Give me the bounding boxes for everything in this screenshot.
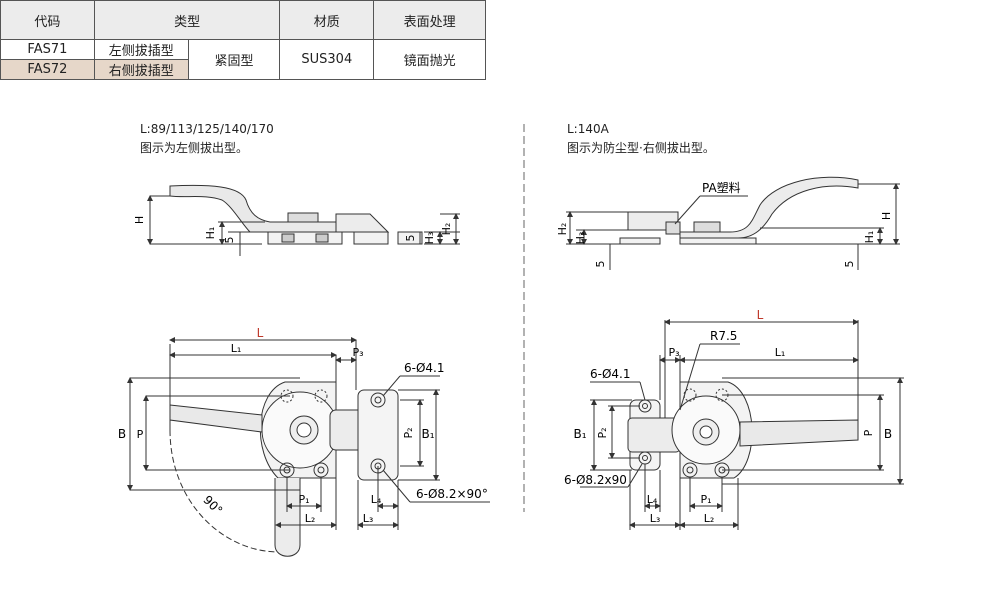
dim-H3-right: H₃ xyxy=(574,232,587,245)
left-caption: 图示为左侧拔出型。 xyxy=(140,141,249,155)
dim-L2-left: L₂ xyxy=(305,512,316,525)
dim-B1-left: B₁ xyxy=(421,427,434,441)
dim-P-left: P xyxy=(137,428,144,441)
dim-R75: R7.5 xyxy=(710,329,737,343)
left-top-view xyxy=(127,337,490,557)
right-side-view xyxy=(566,176,900,270)
dim-P2-right: P₂ xyxy=(596,427,609,438)
dim-L4-left: L₄ xyxy=(371,493,382,506)
left-side-view xyxy=(147,184,460,256)
dim-P1-right: P₁ xyxy=(700,493,711,506)
spec-table: 代码 类型 材质 表面处理 FAS71 左侧拔插型 紧固型 SUS304 镜面抛… xyxy=(0,0,486,80)
dim-P3-right: P₃ xyxy=(668,346,679,359)
dim-H-right: H xyxy=(880,212,893,220)
right-top-view xyxy=(580,319,904,530)
dim-L-left: L xyxy=(257,326,264,340)
dim-H1-right: H₁ xyxy=(863,231,876,244)
dim-L-right: L xyxy=(757,308,764,322)
dim-L3-right: L₃ xyxy=(650,512,661,525)
dim-L3-left: L₃ xyxy=(363,512,374,525)
angle-90: 90° xyxy=(200,493,225,518)
subtype-cell: 左侧拔插型 xyxy=(93,39,189,60)
dim-5-left: 5 xyxy=(223,237,236,244)
hole-large-left: 6-Ø8.2×90° xyxy=(416,487,488,501)
dim-H1-left: H₁ xyxy=(204,227,217,240)
table-row: FAS71 左侧拔插型 紧固型 SUS304 镜面抛光 xyxy=(0,39,486,80)
left-handle-top xyxy=(169,404,263,433)
dim-P2-left: P₂ xyxy=(402,427,415,438)
finish-cell: 镜面抛光 xyxy=(373,39,486,80)
dim-B-right: B xyxy=(884,427,892,441)
dim-H2-right: H₂ xyxy=(556,223,569,236)
dim-H3-left: H₃ xyxy=(423,232,436,245)
left-pivot-block xyxy=(287,212,319,223)
right-base-plate xyxy=(679,237,757,245)
type-cell: 紧固型 xyxy=(187,39,281,80)
left-keeper-side xyxy=(335,213,390,233)
dim-5-right-clamp: 5 xyxy=(843,261,856,268)
material-cell: SUS304 xyxy=(279,39,375,80)
dim-H2-left: H₂ xyxy=(440,223,453,236)
dim-L1-right: L₁ xyxy=(775,346,786,359)
subtype-cell: 右侧拔插型 xyxy=(93,59,189,80)
left-notes: L:89/113/125/140/170 图示为左侧拔出型。 xyxy=(140,120,274,158)
dim-L2-right: L₂ xyxy=(704,512,715,525)
left-lengths: L:89/113/125/140/170 xyxy=(140,122,274,136)
right-lengths: L:140A xyxy=(567,122,609,136)
dim-P1-left: P₁ xyxy=(298,493,309,506)
table-row: FAS72 右侧拔插型 xyxy=(0,59,486,80)
dim-H-left: H xyxy=(133,216,146,224)
left-handle-side xyxy=(169,184,341,233)
code-cell: FAS72 xyxy=(0,59,95,80)
dim-5-left-keeper: 5 xyxy=(404,235,417,242)
pa-plastic-cover xyxy=(665,221,681,235)
header-finish: 表面处理 xyxy=(373,0,486,40)
table-header-row: 代码 类型 材质 表面处理 xyxy=(0,0,486,40)
dim-5-right: 5 xyxy=(594,261,607,268)
left-handle-rotated xyxy=(274,478,301,557)
right-caption: 图示为防尘型·右侧拔出型。 xyxy=(567,141,715,155)
hole-large-right: 6-Ø8.2x90 xyxy=(564,473,627,487)
hole-small-right: 6-Ø4.1 xyxy=(590,367,631,381)
pa-plastic-label: PA塑料 xyxy=(702,180,741,195)
dim-P3-left: P₃ xyxy=(352,346,363,359)
header-code: 代码 xyxy=(0,0,95,40)
dim-B-left: B xyxy=(118,427,126,441)
left-base-plate xyxy=(267,231,343,245)
right-notes: L:140A 图示为防尘型·右侧拔出型。 xyxy=(567,120,715,158)
dim-P-right: P xyxy=(862,429,875,436)
code-cell: FAS71 xyxy=(0,39,95,60)
dim-B1-right: B₁ xyxy=(573,427,586,441)
right-handle-top xyxy=(739,419,859,447)
hole-small-left: 6-Ø4.1 xyxy=(404,361,445,375)
dim-L1-left: L₁ xyxy=(231,342,242,355)
dim-L4-right: L₄ xyxy=(647,493,658,506)
